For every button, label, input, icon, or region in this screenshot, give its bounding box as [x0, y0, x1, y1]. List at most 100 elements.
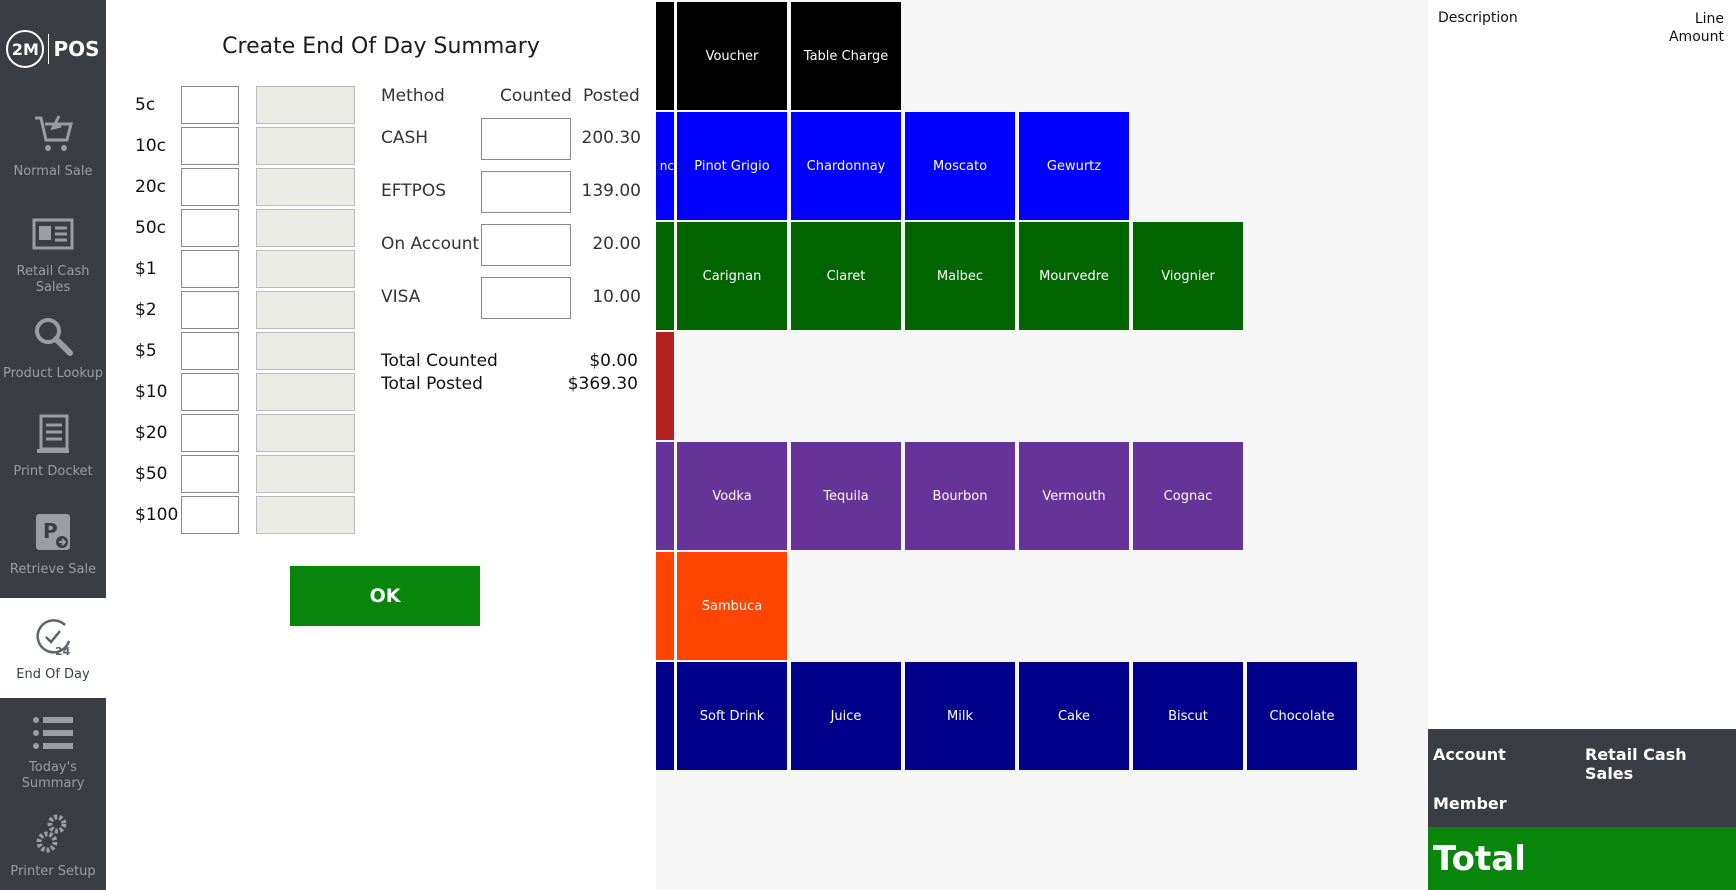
nav-print-docket[interactable]: Print Docket	[0, 410, 106, 490]
product-tile[interactable]: Claret	[791, 222, 901, 330]
method-posted-value: 10.00	[592, 287, 641, 307]
product-tile[interactable]: Soft Drink	[677, 662, 787, 770]
cart-icon	[31, 110, 75, 158]
denomination-count-input[interactable]	[181, 209, 239, 247]
denomination-posted-field	[256, 168, 355, 206]
method-counted-input[interactable]	[481, 277, 571, 319]
line-amount-header: Line Amount	[1669, 10, 1724, 46]
denomination-posted-field	[256, 414, 355, 452]
description-header: Description	[1438, 10, 1518, 26]
category-tile-edge[interactable]: nc	[656, 112, 674, 220]
product-tile[interactable]: Mourvedre	[1019, 222, 1129, 330]
docket-icon	[33, 410, 73, 458]
nav-label: Today's Summary	[21, 760, 85, 791]
svg-text:24: 24	[55, 645, 71, 658]
denomination-label: $10	[135, 382, 168, 402]
method-counted-input[interactable]	[481, 171, 571, 213]
category-tile-edge[interactable]	[656, 662, 674, 770]
method-counted-input[interactable]	[481, 118, 571, 160]
denomination-posted-field	[256, 373, 355, 411]
logo-mark: 2M	[6, 30, 45, 68]
logo-divider	[48, 34, 50, 64]
denomination-count-input[interactable]	[181, 291, 239, 329]
product-tile[interactable]: Pinot Grigio	[677, 112, 787, 220]
product-tile[interactable]: Juice	[791, 662, 901, 770]
product-tile[interactable]: Tequila	[791, 442, 901, 550]
nav-label: Print Docket	[13, 464, 93, 479]
svg-text:P: P	[43, 519, 58, 543]
denomination-count-input[interactable]	[181, 250, 239, 288]
product-tile[interactable]: Carignan	[677, 222, 787, 330]
product-tile[interactable]: Viognier	[1133, 222, 1243, 330]
denomination-count-input[interactable]	[181, 414, 239, 452]
product-tile[interactable]: Cognac	[1133, 442, 1243, 550]
method-name: EFTPOS	[381, 181, 447, 201]
category-tile-edge[interactable]	[656, 222, 674, 330]
denomination-label: 5c	[135, 95, 156, 115]
account-value: Retail Cash Sales	[1585, 745, 1687, 783]
total-bar: Total	[1428, 827, 1736, 890]
category-tile-edge[interactable]	[656, 552, 674, 660]
nav-label: Normal Sale	[13, 164, 93, 179]
denomination-posted-field	[256, 332, 355, 370]
product-tile[interactable]: Voucher	[677, 2, 787, 110]
total-posted-value: $369.30	[567, 374, 638, 394]
denomination-label: $2	[135, 300, 157, 320]
gears-icon	[33, 810, 73, 858]
total-posted-label: Total Posted	[381, 374, 483, 394]
category-tile-edge[interactable]	[656, 332, 674, 440]
category-tile-edge[interactable]	[656, 442, 674, 550]
product-tile[interactable]: Chocolate	[1247, 662, 1357, 770]
product-tile[interactable]: Chardonnay	[791, 112, 901, 220]
total-counted-value: $0.00	[589, 351, 638, 371]
sidebar: 2M POS Normal Sale Retail Cash Sales Pro…	[0, 0, 106, 890]
product-tile[interactable]: Gewurtz	[1019, 112, 1129, 220]
nav-label: End Of Day	[16, 667, 90, 682]
denomination-label: $20	[135, 423, 168, 443]
denomination-count-input[interactable]	[181, 127, 239, 165]
account-panel[interactable]: Account Retail Cash Sales Member	[1428, 729, 1736, 827]
nav-product-lookup[interactable]: Product Lookup	[0, 312, 106, 392]
denomination-count-input[interactable]	[181, 332, 239, 370]
method-counted-input[interactable]	[481, 224, 571, 266]
nav-retrieve-sale[interactable]: P Retrieve Sale	[0, 508, 106, 588]
nav-label: Printer Setup	[10, 864, 96, 879]
product-tile[interactable]: Sambuca	[677, 552, 787, 660]
dialog-title: Create End Of Day Summary	[222, 34, 540, 59]
app-logo: 2M POS	[0, 0, 106, 98]
nav-end-of-day[interactable]: 24 End Of Day	[0, 598, 106, 698]
nav-label: Retrieve Sale	[9, 562, 97, 577]
product-tile[interactable]: Cake	[1019, 662, 1129, 770]
category-tile-edge[interactable]	[656, 2, 674, 110]
product-tile[interactable]: Bourbon	[905, 442, 1015, 550]
ok-button[interactable]: OK	[290, 566, 480, 626]
product-tile[interactable]: Vermouth	[1019, 442, 1129, 550]
denomination-count-input[interactable]	[181, 168, 239, 206]
magnifier-icon	[32, 312, 74, 360]
denomination-label: 10c	[135, 136, 166, 156]
method-posted-value: 139.00	[581, 181, 641, 201]
nav-printer-setup[interactable]: Printer Setup	[0, 810, 106, 890]
product-tile[interactable]: Table Charge	[791, 2, 901, 110]
denomination-count-input[interactable]	[181, 86, 239, 124]
denomination-label: $100	[135, 505, 179, 525]
retrieve-sale-icon: P	[33, 508, 73, 556]
denomination-count-input[interactable]	[181, 373, 239, 411]
method-header: Method	[381, 86, 445, 106]
nav-label: Retail Cash Sales	[16, 264, 90, 295]
nav-todays-summary[interactable]: Today's Summary	[0, 712, 106, 792]
denomination-count-input[interactable]	[181, 496, 239, 534]
product-tile[interactable]: Moscato	[905, 112, 1015, 220]
product-tile[interactable]: Biscut	[1133, 662, 1243, 770]
nav-normal-sale[interactable]: Normal Sale	[0, 110, 106, 200]
denomination-count-input[interactable]	[181, 455, 239, 493]
id-card-icon	[32, 210, 74, 258]
product-tile[interactable]: Malbec	[905, 222, 1015, 330]
product-tile[interactable]: Vodka	[677, 442, 787, 550]
total-counted-label: Total Counted	[381, 351, 498, 371]
posted-header: Posted	[583, 86, 640, 106]
nav-retail-cash-sales[interactable]: Retail Cash Sales	[0, 210, 106, 300]
product-tile[interactable]: Milk	[905, 662, 1015, 770]
line-amount-header-line2: Amount	[1668, 29, 1724, 45]
